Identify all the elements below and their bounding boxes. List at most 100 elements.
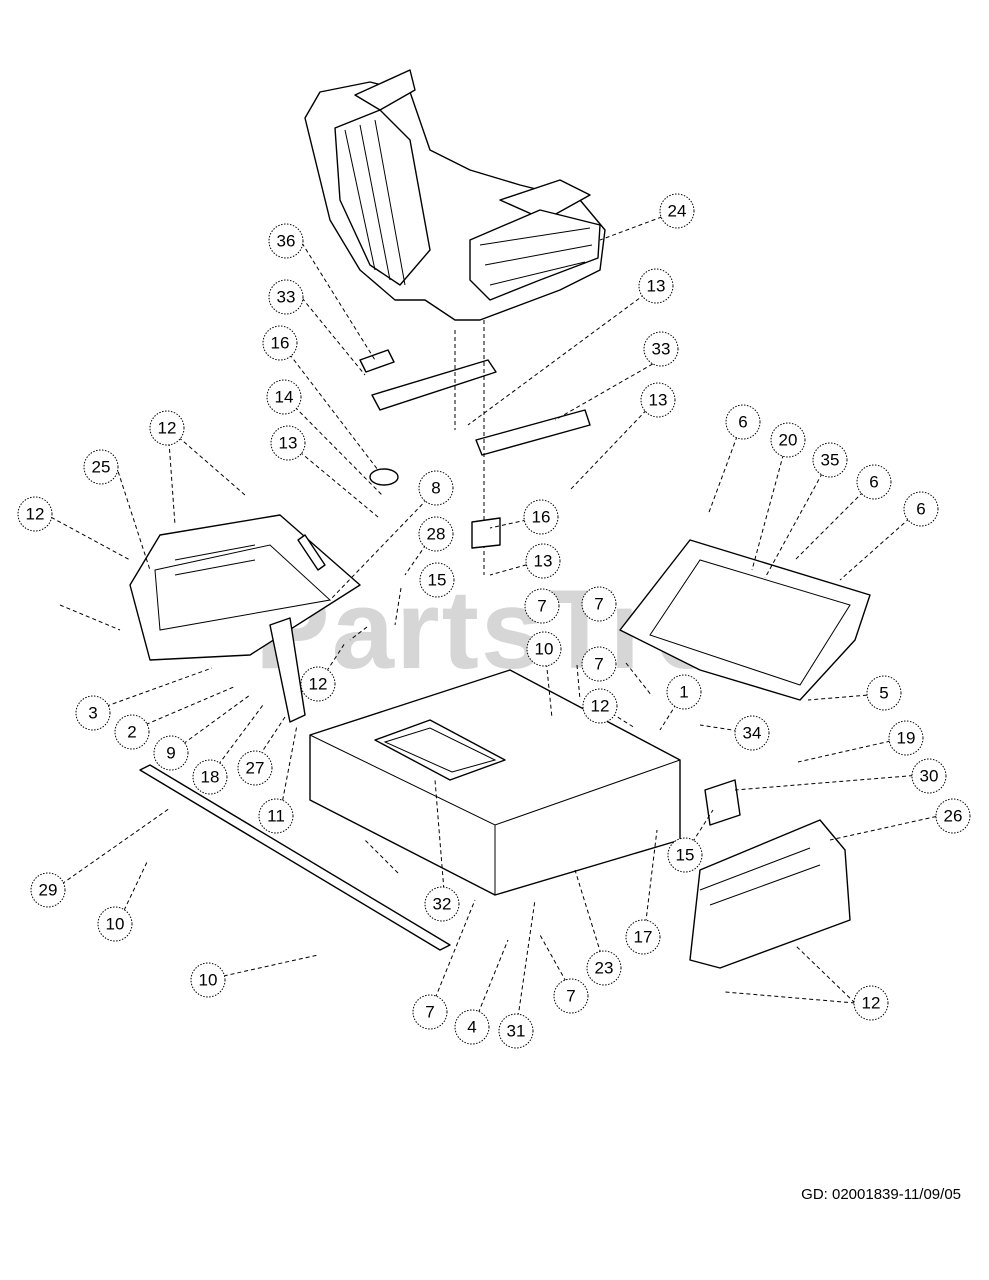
svg-text:10: 10: [106, 915, 125, 934]
callout-18: 18: [192, 759, 228, 795]
svg-text:10: 10: [535, 640, 554, 659]
svg-text:14: 14: [275, 388, 294, 407]
svg-text:16: 16: [271, 334, 290, 353]
callout-3: 3: [75, 695, 111, 731]
svg-text:27: 27: [246, 759, 265, 778]
svg-text:24: 24: [668, 202, 687, 221]
callout-7-center-a: 7: [524, 588, 560, 624]
svg-text:35: 35: [821, 451, 840, 470]
callout-35: 35: [812, 442, 848, 478]
svg-text:13: 13: [534, 552, 553, 571]
callout-26: 26: [935, 798, 971, 834]
leader-lines: [44, 211, 944, 1032]
svg-text:6: 6: [916, 500, 925, 519]
svg-text:12: 12: [158, 419, 177, 438]
seat-drawing: [304, 69, 606, 321]
callout-12-center-left: 12: [300, 666, 336, 702]
svg-text:23: 23: [595, 959, 614, 978]
callout-15-upper: 15: [419, 562, 455, 598]
diagram-code: GD: 02001839-11/09/05: [801, 1186, 961, 1203]
callout-25: 25: [83, 449, 119, 485]
svg-text:33: 33: [652, 340, 671, 359]
callout-33-right: 33: [643, 331, 679, 367]
svg-text:18: 18: [201, 768, 220, 787]
callout-31: 31: [498, 1013, 534, 1049]
svg-text:16: 16: [532, 508, 551, 527]
callout-9: 9: [153, 735, 189, 771]
svg-text:9: 9: [166, 744, 175, 763]
callout-16-right: 16: [523, 499, 559, 535]
callout-27: 27: [237, 750, 273, 786]
callout-16-left: 16: [262, 325, 298, 361]
callout-5: 5: [866, 675, 902, 711]
svg-text:6: 6: [738, 413, 747, 432]
svg-text:8: 8: [431, 479, 440, 498]
svg-text:4: 4: [467, 1018, 476, 1037]
callout-8: 8: [418, 470, 454, 506]
left-pod: [129, 514, 361, 661]
callout-12-top: 12: [149, 410, 185, 446]
seat-frame: [309, 669, 681, 896]
svg-text:36: 36: [277, 232, 296, 251]
svg-text:30: 30: [920, 767, 939, 786]
svg-text:29: 29: [39, 881, 58, 900]
svg-text:12: 12: [862, 994, 881, 1013]
callout-10-left: 10: [97, 906, 133, 942]
svg-text:15: 15: [428, 571, 447, 590]
callout-balloons: 36 33 16 14 13 12 25 12 3 2 9 18 27 11 2…: [17, 193, 971, 1049]
callout-10-bottom: 10: [190, 962, 226, 998]
callout-12-left: 12: [17, 496, 53, 532]
control-panel: [689, 819, 851, 969]
callout-7-bottom-left: 7: [412, 994, 448, 1030]
seat-bumpers: [369, 468, 501, 549]
callout-36: 36: [268, 223, 304, 259]
callout-24: 24: [659, 193, 695, 229]
svg-text:7: 7: [537, 597, 546, 616]
svg-text:6: 6: [869, 473, 878, 492]
callout-13-mid: 13: [525, 543, 561, 579]
hinge-bracket: [704, 779, 741, 826]
svg-text:31: 31: [507, 1022, 526, 1041]
callout-30: 30: [911, 758, 947, 794]
callout-10-center: 10: [526, 631, 562, 667]
svg-text:28: 28: [427, 525, 446, 544]
svg-text:34: 34: [743, 724, 762, 743]
seat-rails: [359, 320, 591, 575]
svg-text:12: 12: [309, 675, 328, 694]
callout-19: 19: [888, 720, 924, 756]
callout-11: 11: [258, 798, 294, 834]
svg-text:15: 15: [676, 846, 695, 865]
svg-text:13: 13: [647, 277, 666, 296]
callout-32: 32: [424, 886, 460, 922]
svg-text:10: 10: [199, 971, 218, 990]
svg-text:12: 12: [26, 505, 45, 524]
svg-text:26: 26: [944, 807, 963, 826]
callout-29: 29: [30, 872, 66, 908]
callout-6-right: 6: [903, 491, 939, 527]
callout-33-left: 33: [268, 279, 304, 315]
callout-15-lower: 15: [667, 837, 703, 873]
callout-34: 34: [734, 715, 770, 751]
svg-text:12: 12: [591, 697, 610, 716]
callout-7-bottom-right: 7: [553, 978, 589, 1014]
callout-4: 4: [454, 1009, 490, 1045]
callout-14: 14: [266, 379, 302, 415]
callout-20: 20: [770, 422, 806, 458]
callout-13-top: 13: [638, 268, 674, 304]
callout-6-mid: 6: [856, 464, 892, 500]
svg-text:13: 13: [279, 434, 298, 453]
svg-text:5: 5: [879, 684, 888, 703]
svg-text:1: 1: [679, 683, 688, 702]
callout-2: 2: [114, 714, 150, 750]
svg-text:3: 3: [88, 704, 97, 723]
callout-1: 1: [666, 674, 702, 710]
callout-7-center-c: 7: [581, 646, 617, 682]
callout-6-left: 6: [725, 404, 761, 440]
svg-text:7: 7: [566, 987, 575, 1006]
svg-text:7: 7: [594, 595, 603, 614]
callout-12-center-right: 12: [582, 688, 618, 724]
svg-text:2: 2: [127, 723, 136, 742]
long-bar: [139, 764, 451, 951]
svg-text:17: 17: [634, 928, 653, 947]
